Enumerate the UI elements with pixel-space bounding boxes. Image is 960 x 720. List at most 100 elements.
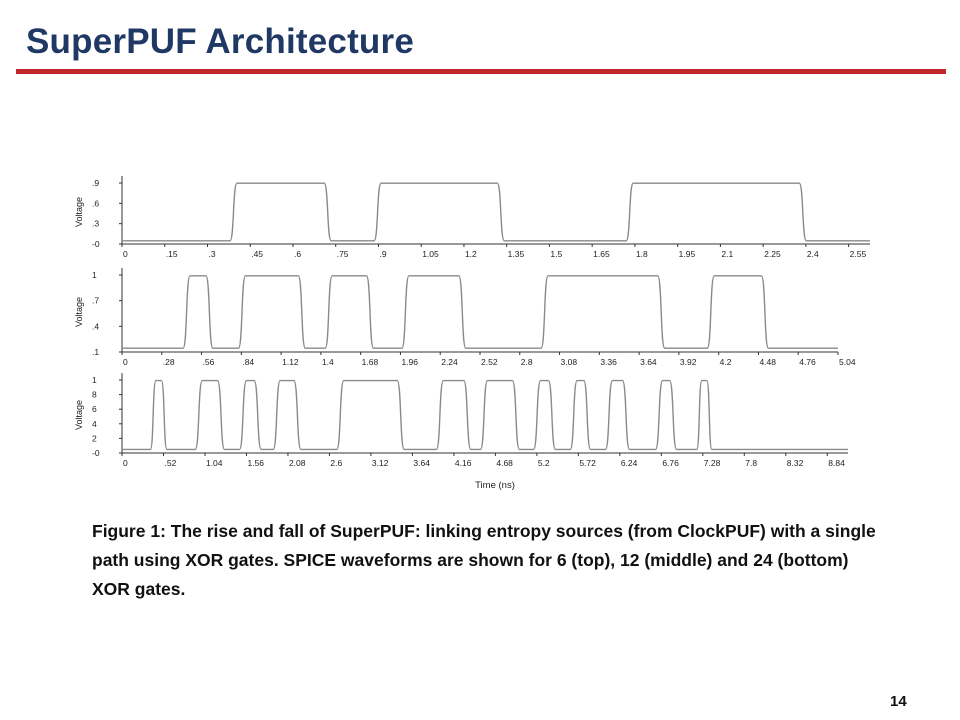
x-tick-label: 1.8 [636,249,648,259]
title-rule [16,69,946,74]
waveform-pulse [273,381,301,450]
waveform-pulse [697,381,712,450]
waveform-pulse [606,381,630,450]
waveform-pulse [534,381,556,450]
x-axis-label: Time (ns) [475,480,515,491]
y-tick-label: 2 [92,433,97,443]
x-tick-label: 1.04 [206,458,223,468]
x-tick-label: .3 [208,249,215,259]
x-tick-label: .45 [251,249,263,259]
x-tick-label: 4.76 [799,357,816,367]
y-tick-label: 8 [92,390,97,400]
x-tick-label: 1.65 [593,249,610,259]
waveform-pulse [374,183,504,241]
x-tick-label: .15 [166,249,178,259]
slide-title: SuperPUF Architecture [26,22,414,61]
waveform-pulse [570,381,590,450]
x-tick-label: 6.76 [662,458,679,468]
waveform-pulse [150,381,167,450]
y-tick-label: 1 [92,270,97,280]
y-tick-label: -0 [92,239,100,249]
x-tick-label: 2.24 [441,357,458,367]
y-tick-label: .1 [92,347,99,357]
x-tick-label: 3.12 [372,458,389,468]
y-axis-label: Voltage [74,400,84,430]
x-tick-label: 1.5 [550,249,562,259]
x-tick-label: 7.8 [745,458,757,468]
x-tick-label: 2.6 [330,458,342,468]
x-tick-label: 2.52 [481,357,498,367]
x-tick-label: 1.2 [465,249,477,259]
x-tick-label: 2.25 [764,249,781,259]
x-tick-label: 4.2 [720,357,732,367]
waveform-trace [122,182,870,242]
x-tick-label: 4.16 [455,458,472,468]
page-number: 14 [890,693,907,710]
x-tick-label: 3.08 [561,357,578,367]
waveform-pulse [195,381,224,450]
waveform-pulse [541,276,665,348]
y-tick-label: .6 [92,198,99,208]
x-tick-label: .84 [242,357,254,367]
x-tick-label: .75 [337,249,349,259]
x-tick-label: 3.36 [600,357,617,367]
x-tick-label: 2.08 [289,458,306,468]
y-tick-label: .3 [92,219,99,229]
x-tick-label: 6.24 [621,458,638,468]
x-tick-label: 1.12 [282,357,299,367]
waveform-pulse [183,276,213,348]
y-tick-label: 1 [92,375,97,385]
x-tick-label: 0 [123,458,128,468]
x-tick-label: 2.4 [807,249,819,259]
x-tick-label: .9 [379,249,386,259]
x-tick-label: .56 [203,357,215,367]
x-tick-label: 0 [123,249,128,259]
x-tick-label: 1.35 [508,249,525,259]
y-tick-label: -0 [92,448,100,458]
x-tick-label: 0 [123,357,128,367]
x-tick-label: 1.05 [422,249,439,259]
waveform-pulse [402,276,466,348]
x-tick-label: .28 [163,357,175,367]
x-tick-label: 3.64 [640,357,657,367]
waveform-pulse [656,381,677,450]
x-tick-label: .6 [294,249,301,259]
waveform-pulse [707,276,768,348]
panel-middle: 1 .7 .4 .1 Voltage 0 .28 .56 .84 1.12 1.4 1.68 1.96 2… [74,268,856,367]
y-tick-label: .7 [92,296,99,306]
x-tick-label: 1.68 [362,357,379,367]
x-tick-label: 1.96 [401,357,418,367]
waveform-trace [122,275,838,349]
waveform-pulse [481,381,520,450]
y-tick-label: 4 [92,419,97,429]
waveform-pulse [337,381,404,450]
y-axis-label: Voltage [74,297,84,327]
x-tick-label: 2.55 [850,249,867,259]
x-tick-label: 8.32 [787,458,804,468]
panel-top: .9 .6 .3 -0 Voltage 0 .15 .3 .45 .6 .75 .9 1.05 1.2 1.… [74,176,870,259]
x-tick-label: 2.8 [521,357,533,367]
x-tick-label: 1.4 [322,357,334,367]
waveform-pulse [325,276,373,348]
y-axis-label: Voltage [74,197,84,227]
waveform-pulse [239,276,306,348]
x-tick-label: .52 [164,458,176,468]
x-tick-label: 8.84 [828,458,845,468]
y-tick-label: 6 [92,404,97,414]
x-tick-label: 2.1 [721,249,733,259]
x-tick-label: 3.92 [680,357,697,367]
waveform-pulse [230,183,331,241]
x-tick-label: 4.68 [496,458,513,468]
figure-caption: Figure 1: The rise and fall of SuperPUF:… [92,521,876,599]
y-tick-label: .9 [92,178,99,188]
x-tick-label: 7.28 [704,458,721,468]
x-tick-label: 5.04 [839,357,856,367]
y-tick-label: .4 [92,321,99,331]
waveform-trace [122,379,848,451]
waveform-pulse [240,381,262,450]
x-tick-label: 5.72 [579,458,596,468]
x-tick-label: 1.95 [679,249,696,259]
x-tick-label: 1.56 [247,458,264,468]
